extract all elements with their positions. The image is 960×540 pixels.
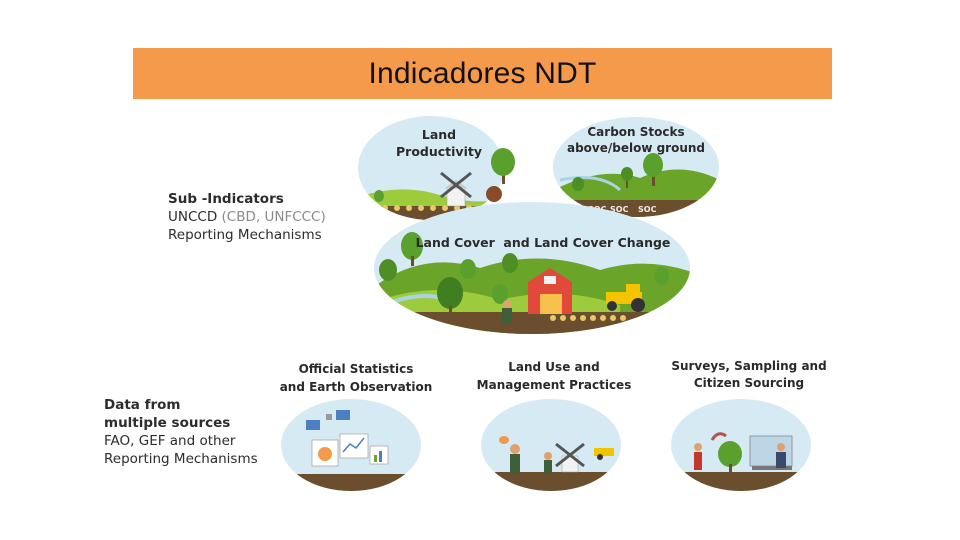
windmill-icon [440,171,472,207]
farmer-icon [502,300,512,324]
cbd-unfccc-label: (CBD, UNFCCC) [217,209,326,225]
tree-icon [572,153,663,191]
sub-indicators-line2: Reporting Mechanisms [168,227,322,243]
sub-indicators-heading: Sub -Indicators [168,191,284,207]
title-banner: Indicadores NDT [133,48,832,99]
land-productivity-label: Land Productivity [384,126,494,160]
data-sources-line1: FAO, GEF and other [104,433,236,449]
data-sources-line2: Reporting Mechanisms [104,451,258,467]
carbon-stocks-line1: Carbon Stocks [587,125,685,139]
farmer-icon [510,444,552,474]
land-use-line1: Land Use and [508,360,600,374]
land-use-label: Land Use and Management Practices [468,358,640,394]
surveys-label: Surveys, Sampling and Citizen Sourcing [660,358,838,392]
chart-panel-icon [311,433,389,467]
computer-desk-icon [749,435,793,470]
carbon-stocks-label: Carbon Stocks above/below ground [560,124,712,156]
tree-icon [491,148,515,184]
tractor-icon [606,284,645,312]
soc-label: SOC [638,205,657,214]
tree-icon [374,186,502,202]
tractor-icon [594,448,614,460]
data-sources-block: Data from multiple sources FAO, GEF and … [104,396,258,468]
surveys-line1: Surveys, Sampling and [671,359,827,373]
surveys-line2: Citizen Sourcing [693,376,805,390]
land-cover-circle [374,202,690,334]
data-sources-heading2: multiple sources [104,415,231,431]
windmill-icon [555,442,585,473]
land-cover-label: Land Cover and Land Cover Change [415,235,671,250]
carbon-stocks-line2: above/below ground [566,141,706,155]
sub-indicators-block: Sub -Indicators UNCCD (CBD, UNFCCC) Repo… [168,190,326,244]
page-title: Indicadores NDT [368,56,597,90]
tree-icon [718,441,742,474]
soc-label: SOC [610,205,629,214]
land-use-line2: Management Practices [476,378,632,392]
surveys-circle [671,399,811,491]
barn-icon [528,268,572,314]
person-icon [694,443,702,470]
sub-indicators-line1: UNCCD (CBD, UNFCCC) [168,208,326,226]
land-use-circle [481,399,621,491]
satellite-icon [306,410,350,430]
official-statistics-line1: Official Statistics [298,362,414,376]
official-statistics-line2: and Earth Observation [279,380,433,394]
land-productivity-line2: Productivity [396,144,482,159]
data-sources-heading1: Data from [104,397,181,413]
unccd-label: UNCCD [168,209,218,225]
official-statistics-circle [281,399,421,491]
tree-icon [379,232,669,316]
land-productivity-line1: Land [421,127,457,142]
root-icon [710,432,727,441]
bird-icon [499,436,509,444]
crop-row [550,315,626,321]
official-statistics-label: Official Statistics and Earth Observatio… [270,360,442,396]
